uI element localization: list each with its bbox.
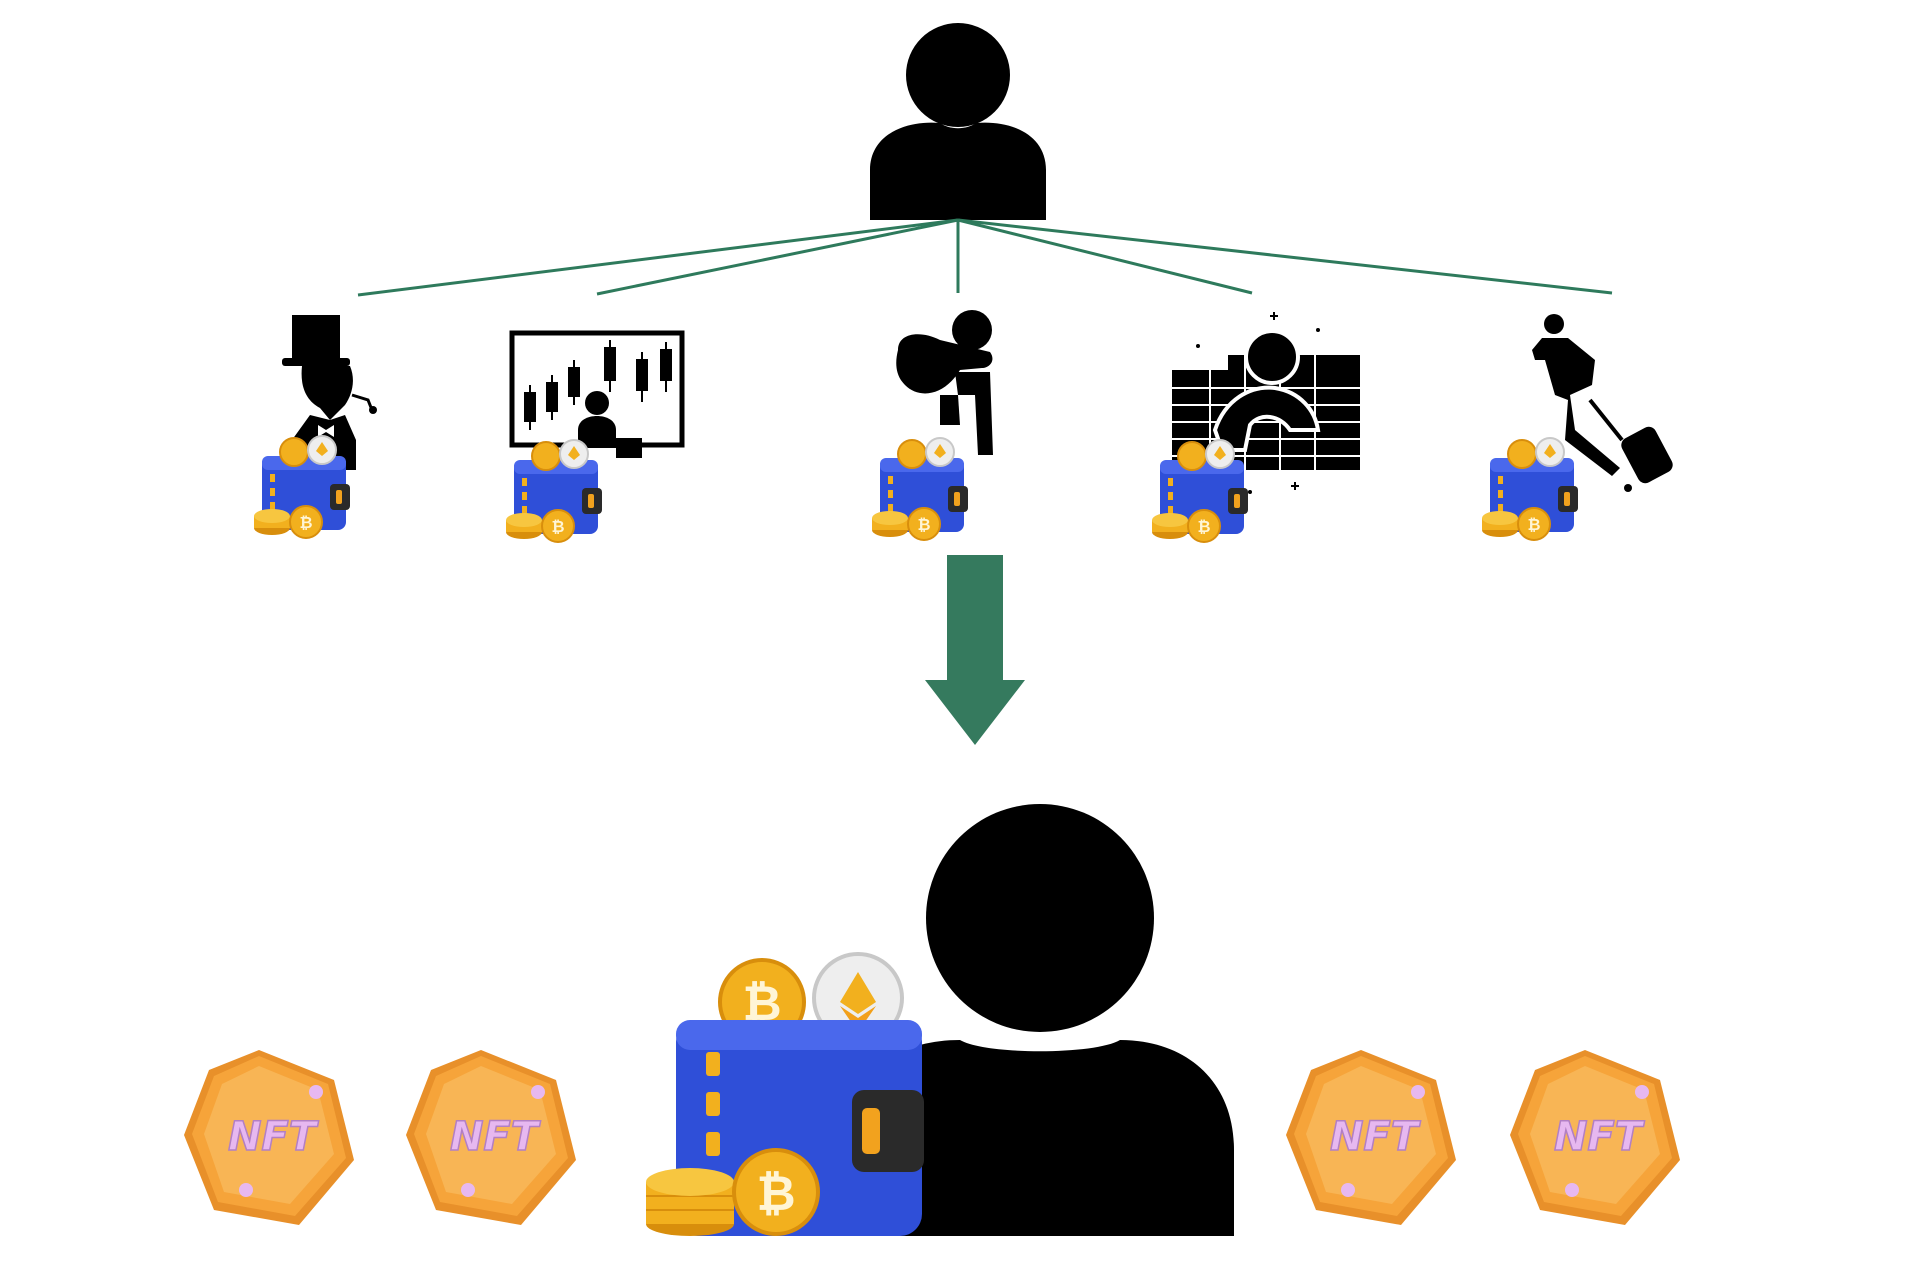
coin-symbol: ₿ bbox=[756, 1166, 795, 1222]
money-wall-icon bbox=[1172, 312, 1360, 494]
nft-label: NFT bbox=[1554, 1114, 1645, 1160]
chart-trader-icon bbox=[509, 330, 685, 458]
connector-to-gentleman bbox=[357, 218, 959, 297]
nft-label: NFT bbox=[450, 1114, 541, 1160]
bottom-person-icon bbox=[850, 804, 1234, 1236]
top-person-icon bbox=[870, 23, 1046, 220]
connector-to-traveler bbox=[957, 218, 1613, 295]
connector-to-trader bbox=[596, 218, 959, 296]
nft-label: NFT bbox=[1330, 1114, 1421, 1160]
arrow-down-icon bbox=[925, 555, 1025, 745]
nft-badge-2: NFT bbox=[406, 1050, 576, 1225]
nft-label: NFT bbox=[228, 1114, 319, 1160]
nft-badge-3: NFT bbox=[1286, 1050, 1456, 1225]
connector-to-money-wall bbox=[957, 218, 1253, 295]
nft-badge-1: NFT bbox=[184, 1050, 354, 1225]
crypto-wallet-icon: ₿ ₿ bbox=[646, 952, 924, 1236]
thief-with-sack-icon bbox=[896, 310, 993, 455]
traveler-with-suitcase-icon bbox=[1532, 314, 1673, 492]
connector-lines bbox=[357, 218, 1613, 297]
nft-badge-4: NFT bbox=[1510, 1050, 1680, 1225]
